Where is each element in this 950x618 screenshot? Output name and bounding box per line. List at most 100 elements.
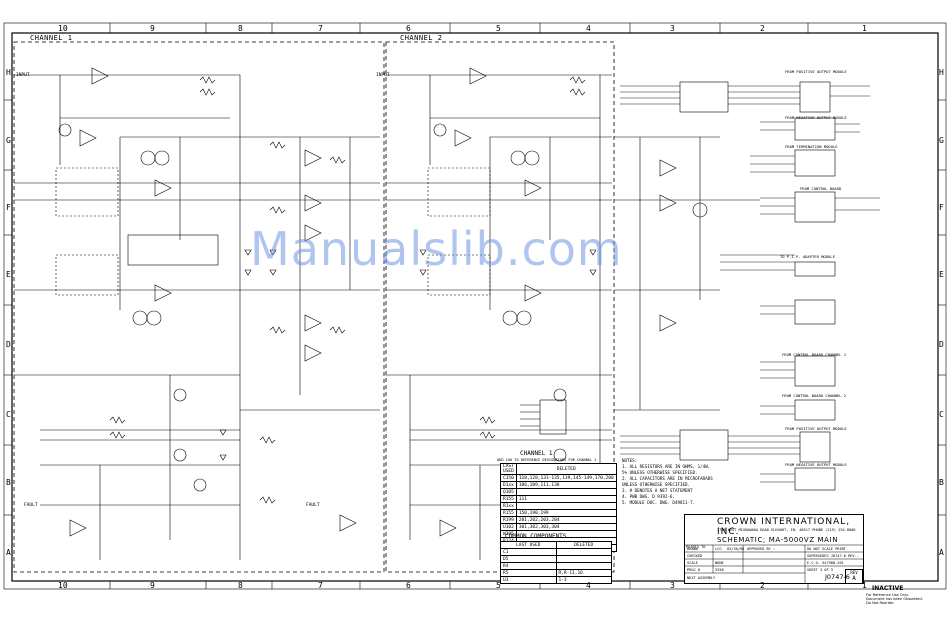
scale-label: SCALE [687, 561, 698, 565]
table-cell: 301,302,303,304 [515, 523, 617, 531]
table-cell: R5 [500, 569, 557, 577]
table-cell: D5 [500, 555, 557, 563]
table-row: C1 [500, 548, 612, 556]
note-item: 5. MODULE DOC. DWG. D49811-7. [622, 500, 696, 505]
ch1-input-label: INPUT [16, 73, 30, 78]
table-header: LAST USED [500, 463, 517, 475]
zone-label-left: B [6, 478, 11, 487]
module-label: FROM NEGATIVE OUTPUT MODULE [785, 462, 847, 467]
table-header: DELETED [515, 463, 617, 475]
channel1-table-title: CHANNEL 1 [520, 450, 553, 457]
table-cell [515, 502, 617, 510]
points-to-label: POINTS TO [686, 545, 706, 549]
checked-label: CHECKED [687, 554, 703, 558]
table-row: R1xx [500, 502, 617, 510]
zone-label-bottom: 6 [406, 581, 411, 590]
zone-label-left: G [6, 136, 11, 145]
ch2-fault-label: FAULT [306, 503, 320, 508]
table-cell [515, 488, 617, 496]
note-item: 4. PWB DWG. D 9392-6. [622, 494, 675, 499]
drawn-date: 03/30/98 [727, 547, 745, 551]
common-table-title: COMMON COMPONENTS [505, 533, 567, 540]
drawn-label: DRAWN [687, 547, 698, 551]
table-header: DELETED [555, 541, 612, 549]
module-label: FROM TERMINATION MODULE [785, 144, 838, 149]
module-label: FROM CONTROL BOARD CHANNEL 2 [782, 393, 847, 398]
module-label: FROM NEGATIVE OUTPUT MODULE [785, 115, 847, 120]
zone-label-top: 8 [238, 24, 243, 33]
company-name: CROWN INTERNATIONAL, INC. [717, 517, 851, 537]
zone-label-left: D [6, 340, 11, 349]
zone-label-right: E [939, 270, 944, 279]
eco-label: E.C.O. 547988-201 [807, 561, 844, 565]
do-not-scale-label: DO NOT SCALE PRINT [807, 547, 846, 551]
zone-label-top: 6 [406, 24, 411, 33]
note-item: 2. ALL CAPACITORS ARE IN MICROFARADS UNL… [622, 476, 713, 487]
table-cell: R4 [500, 562, 557, 570]
title-block-grid [685, 544, 863, 583]
zone-label-left: A [6, 548, 11, 557]
table-cell: R155 [500, 495, 517, 503]
ch2-input-label: INPUT [376, 73, 390, 78]
table-cell: 118,128,131-135,139,145-149,170,200 [515, 474, 617, 482]
table-cell: R1xx [500, 502, 517, 510]
approved-label: APPROVED BY : [747, 547, 776, 551]
zone-label-right: A [939, 548, 944, 557]
zone-label-left: H [6, 68, 11, 77]
watermark-text: Manualslib.com [250, 222, 623, 276]
revision-value: A [852, 575, 856, 582]
drawing-notes: NOTES: 1. ALL RESISTORS ARE IN OHMS, 1/4… [622, 458, 714, 506]
zone-label-top: 7 [318, 24, 323, 33]
inactive-stamp: INACTIVE [872, 585, 904, 592]
module-label: FROM CONTROL BOARD CHANNEL 1 [782, 352, 847, 357]
table-cell: U102 [500, 523, 517, 531]
channel-1-label: CHANNEL 1 [30, 34, 73, 42]
module-label: FROM CONTROL BOARD [800, 186, 842, 191]
zone-label-top: 5 [496, 24, 501, 33]
zone-label-right: G [939, 136, 944, 145]
zone-label-bottom: 4 [586, 581, 591, 590]
notes-header: NOTES: [622, 458, 638, 463]
zone-label-top: 2 [760, 24, 765, 33]
table-cell: 106,109,111,138 [515, 481, 617, 489]
schematic-title: SCHEMATIC; MA-5000VZ MAIN [717, 536, 839, 544]
zone-label-right: B [939, 478, 944, 487]
table-cell: R155 [500, 509, 517, 517]
zone-label-bottom: 10 [58, 581, 68, 590]
table-row: R4 [500, 562, 612, 570]
revision-box: REV A [845, 569, 863, 584]
zone-label-top: 9 [150, 24, 155, 33]
module-label: TO P.I.P. ADAPTER MODULE [780, 254, 835, 259]
zone-label-top: 4 [586, 24, 591, 33]
zone-label-bottom: 2 [760, 581, 765, 590]
zone-label-bottom: 9 [150, 581, 155, 590]
zone-label-top: 3 [670, 24, 675, 33]
zone-label-right: F [939, 203, 944, 212]
zone-label-left: F [6, 203, 11, 212]
zone-label-bottom: 3 [670, 581, 675, 590]
project-label: PROJ # [687, 568, 700, 572]
revision-label: REV [850, 570, 858, 575]
table-cell: D1xx [500, 481, 517, 489]
inactive-note: For Reference Use Only. Document has bee… [866, 593, 923, 605]
table-cell: R,R-11,16 [555, 569, 612, 577]
table-cell: U3 [500, 576, 557, 584]
zone-label-bottom: 1 [862, 581, 867, 590]
note-item: 1. ALL RESISTORS ARE IN OHMS, 1/4W, 5% U… [622, 464, 711, 475]
next-assembly-label: NEXT ASSEMBLY [687, 576, 716, 580]
zone-label-bottom: 5 [496, 581, 501, 590]
table-cell [555, 555, 612, 563]
project-value: 3350 [715, 568, 724, 572]
zone-label-top: 1 [862, 24, 867, 33]
zone-label-bottom: 8 [238, 581, 243, 590]
table-cell: C1 [500, 548, 557, 556]
zone-label-left: E [6, 270, 11, 279]
